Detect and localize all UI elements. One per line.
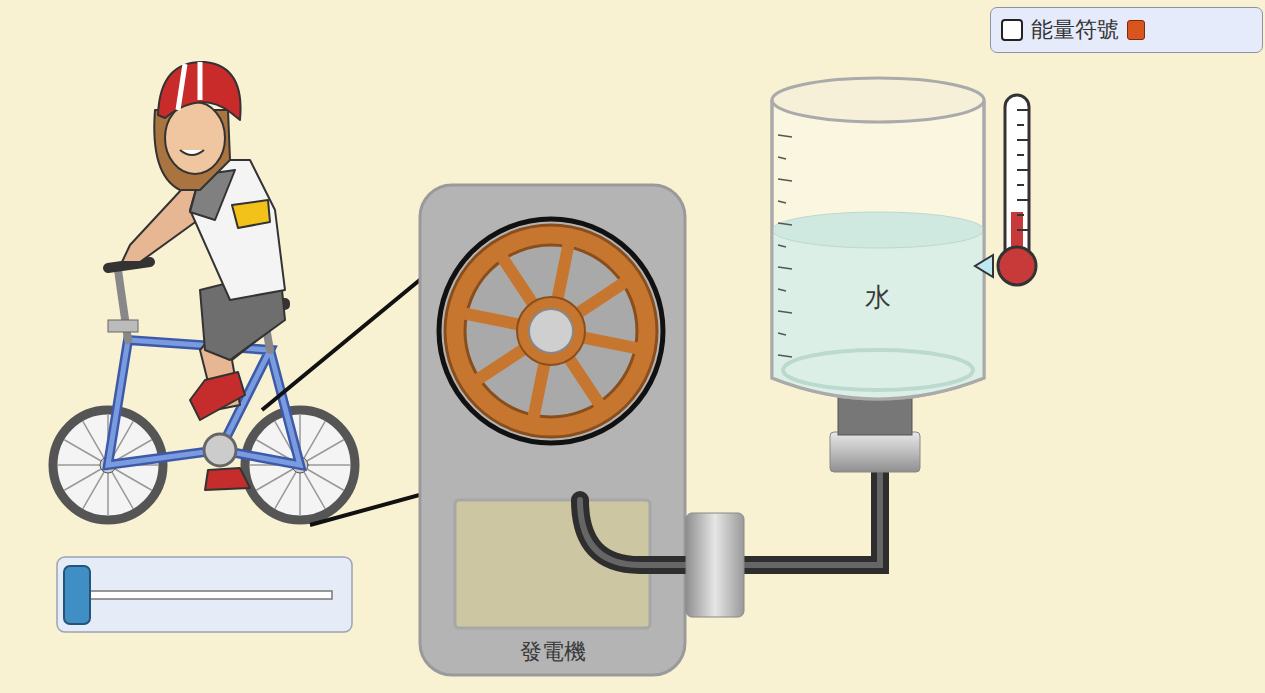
stroke: [778, 135, 792, 137]
stroke: [778, 179, 792, 181]
bicycle: [53, 262, 355, 520]
stroke: [1017, 139, 1029, 141]
stroke: [778, 267, 792, 269]
checkbox-label: 能量符號: [1031, 15, 1119, 45]
stroke: [778, 289, 786, 291]
generator-box: 發電機: [420, 185, 685, 675]
energy-icon: [1127, 20, 1145, 40]
stroke: [778, 333, 786, 335]
thermometer: [975, 95, 1036, 285]
rider: [122, 62, 285, 490]
stroke: [1017, 124, 1024, 126]
stroke: [778, 201, 786, 203]
beaker: [772, 78, 984, 399]
stroke: [1017, 109, 1029, 111]
water-beaker: 水: [772, 80, 984, 410]
stroke: [1017, 169, 1029, 171]
stroke: [778, 157, 786, 159]
stroke: [1017, 214, 1024, 216]
slider: [57, 557, 352, 632]
checkbox: [1001, 19, 1023, 41]
pipe-coupling: [686, 513, 744, 617]
stroke: [778, 311, 792, 313]
stroke: [778, 245, 786, 247]
stroke: [1017, 229, 1029, 231]
stroke: [1017, 184, 1024, 186]
stroke: [778, 223, 792, 225]
stroke: [778, 355, 792, 357]
part-label: 發電機: [520, 637, 586, 667]
part-label: 水: [865, 280, 891, 315]
checkbox-panel: 能量符號: [990, 7, 1263, 53]
heater: [830, 395, 920, 472]
generator-housing: [420, 185, 685, 675]
stroke: [1017, 154, 1024, 156]
stroke: [1017, 199, 1029, 201]
